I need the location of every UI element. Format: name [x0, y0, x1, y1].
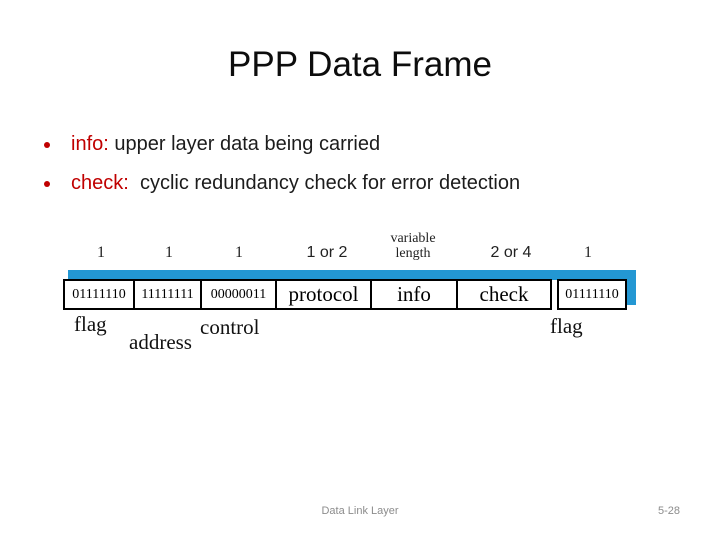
- size-label-info-line1: variable: [390, 231, 436, 246]
- page-title: PPP Data Frame: [228, 45, 492, 84]
- bullet-list: info: upper layer data being carried che…: [44, 133, 520, 211]
- field-box-control: 00000011: [200, 279, 277, 310]
- bullet-marker: [44, 180, 50, 187]
- bullet-keyword: info:: [71, 133, 109, 155]
- size-label-check: 2 or 4: [490, 244, 532, 261]
- field-box-check: check: [456, 279, 552, 310]
- field-label-address: address: [129, 330, 192, 354]
- field-label-control: control: [200, 315, 260, 339]
- field-box-info: info: [370, 279, 458, 310]
- field-box-protocol: protocol: [275, 279, 372, 310]
- blue-accent-bar: [68, 270, 635, 280]
- size-label-address: 1: [165, 244, 173, 261]
- size-label-control: 1: [235, 244, 243, 261]
- size-label-protocol: 1 or 2: [306, 244, 348, 261]
- field-box-flag2: 01111110: [557, 279, 627, 310]
- bullet-keyword: check:: [71, 172, 129, 194]
- field-box-address: 11111111: [133, 279, 202, 310]
- size-label-flag: 1: [97, 244, 105, 261]
- footer-title: Data Link Layer: [321, 505, 399, 517]
- bullet-item-check: check: cyclic redundancy check for error…: [44, 172, 520, 195]
- page-number: 5-28: [657, 505, 680, 517]
- field-label-flag: flag: [74, 312, 107, 336]
- size-label-info-line2: length: [395, 246, 431, 261]
- field-label-flag2: flag: [550, 314, 583, 338]
- size-label-flag2: 1: [584, 244, 592, 261]
- bullet-text: cyclic redundancy check for error detect…: [128, 172, 521, 194]
- size-label-info: variable length: [390, 231, 435, 261]
- bullet-item-info: info: upper layer data being carried: [44, 133, 520, 156]
- bullet-marker: [44, 141, 50, 148]
- blue-accent-bar-right: [625, 270, 636, 305]
- bullet-text: upper layer data being carried: [108, 133, 381, 155]
- field-box-flag: 01111110: [63, 279, 135, 310]
